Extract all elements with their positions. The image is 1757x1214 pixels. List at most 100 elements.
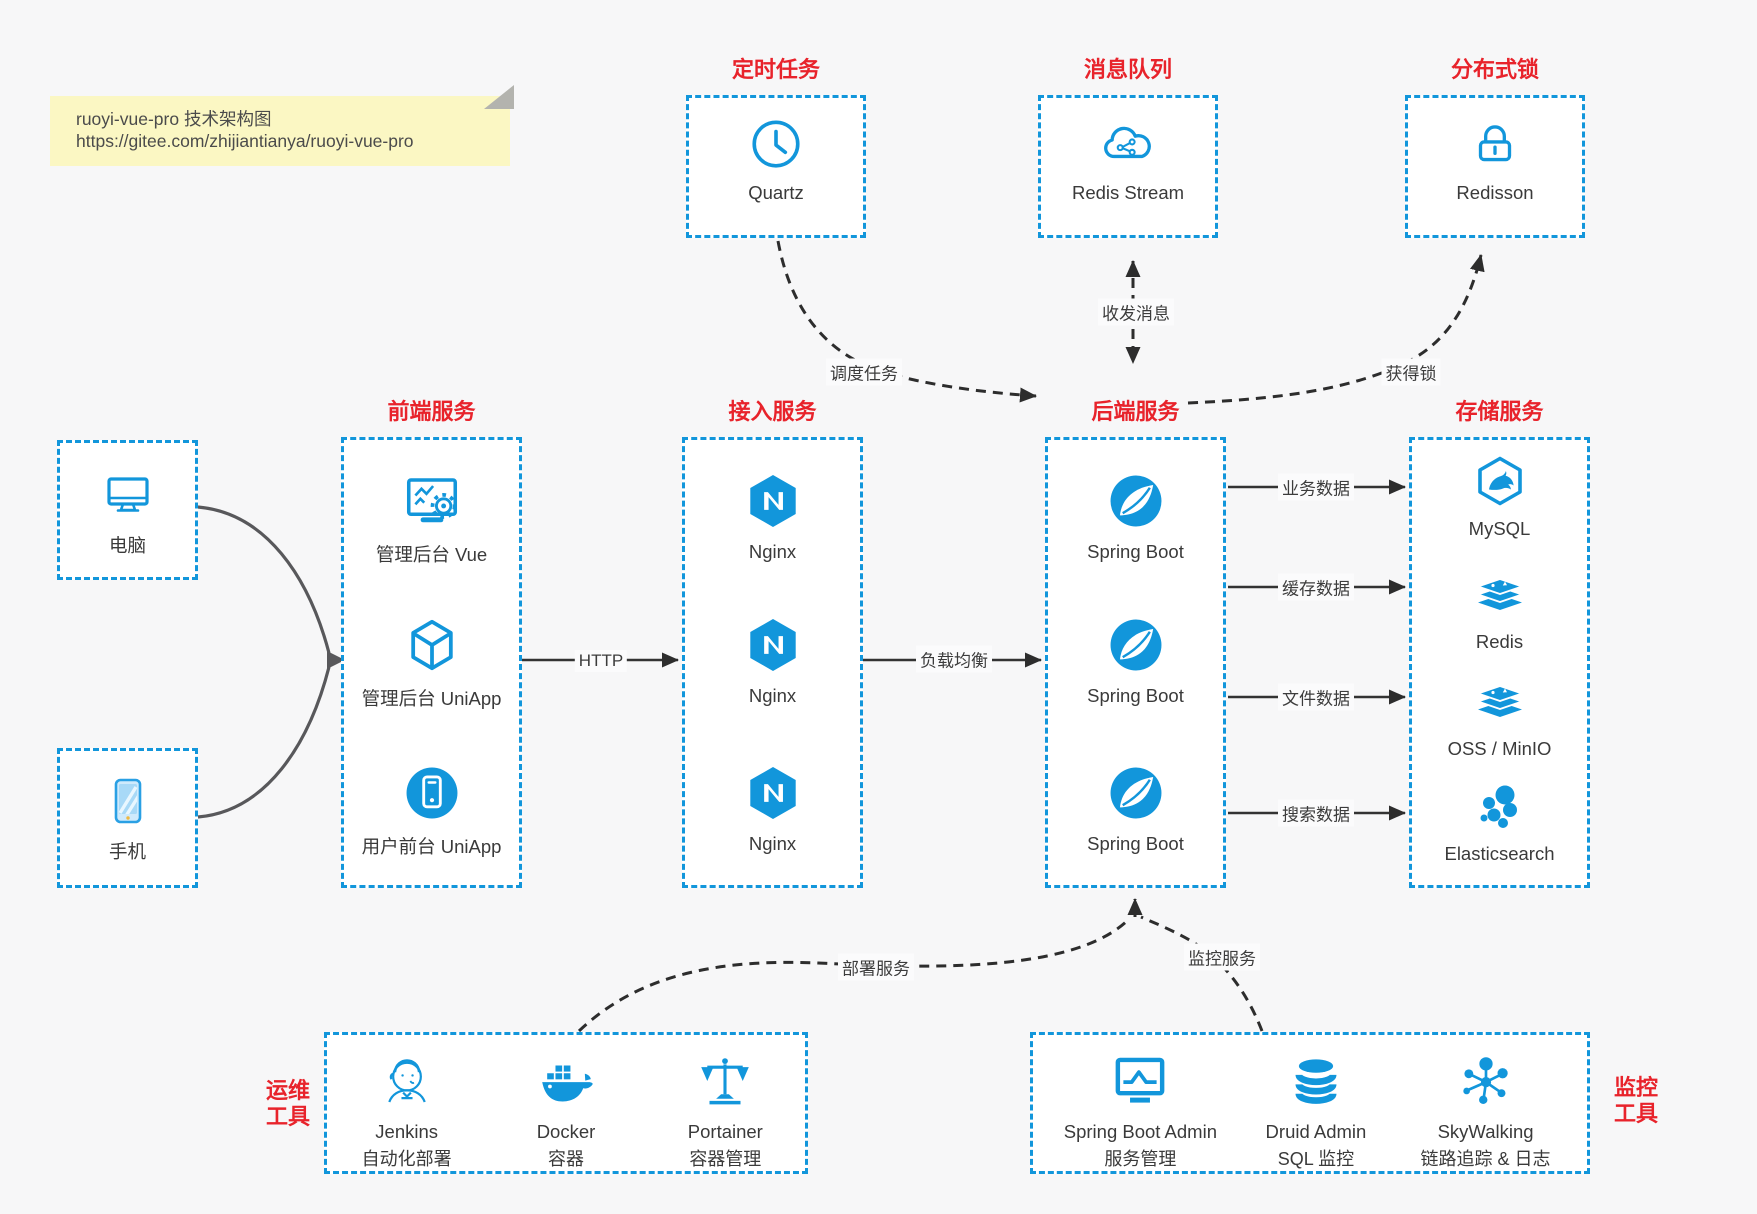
ops-node-portainer: Portainer 容器管理 — [646, 1035, 805, 1171]
nginx-icon — [749, 474, 796, 528]
node-label: Portainer — [687, 1121, 763, 1142]
group-title-lock: 分布式锁 — [1450, 57, 1539, 82]
node-label: Redis — [1475, 631, 1524, 652]
node-label: Nginx — [748, 541, 797, 562]
node-label: Docker — [536, 1121, 596, 1142]
lock-icon — [1478, 125, 1512, 162]
docker-icon — [542, 1065, 593, 1102]
node-label: 管理后台 UniApp — [361, 688, 502, 709]
node-label: OSS / MinIO — [1447, 738, 1552, 759]
group-box-scheduled: Quartz — [686, 95, 866, 238]
elasticsearch-icon — [1480, 785, 1517, 828]
node-label: Redis Stream — [1071, 182, 1185, 203]
group-box-lock: Redisson — [1405, 95, 1585, 238]
group-title-mq: 消息队列 — [1083, 57, 1172, 82]
node-label: 管理后台 Vue — [375, 544, 488, 565]
group-box-storage: MySQL Redis OSS / MinIO — [1409, 437, 1590, 888]
portainer-icon — [701, 1058, 750, 1105]
side-label-monitoring: 监控 工具 — [1600, 1075, 1672, 1127]
node-label: Quartz — [748, 182, 804, 203]
edge-label-acquire-lock: 获得锁 — [1381, 358, 1441, 386]
edge-label-schedule-task: 调度任务 — [826, 358, 902, 386]
side-label-ops-line1: 运维 — [265, 1078, 310, 1103]
group-title-backend: 后端服务 — [1091, 399, 1180, 424]
node-label: 电脑 — [108, 535, 146, 556]
spring-boot-icon — [1110, 619, 1161, 671]
edge-label-search-data: 搜索数据 — [1278, 799, 1354, 827]
group-box-frontend: 管理后台 Vue 管理后台 UniApp 用户前台 UniApp — [341, 437, 522, 888]
edge-label-http: HTTP — [574, 650, 628, 672]
druid-icon — [1295, 1059, 1337, 1104]
edge-label-file-data: 文件数据 — [1278, 683, 1354, 711]
node-label: 用户前台 UniApp — [361, 836, 502, 857]
side-label-ops-line2: 工具 — [265, 1104, 310, 1129]
node-label: Nginx — [748, 685, 797, 706]
group-title-frontend: 前端服务 — [387, 399, 476, 424]
group-box-backend: Spring Boot Spring Boot Spring Boot — [1045, 437, 1226, 888]
phone-icon — [114, 778, 141, 824]
group-box-mq: Redis Stream — [1038, 95, 1218, 238]
node-sublabel: 服务管理 — [1104, 1149, 1177, 1169]
mysql-icon — [1477, 456, 1522, 506]
node-sublabel: 容器 — [547, 1149, 584, 1169]
edge-label-send-receive-message: 收发消息 — [1098, 298, 1174, 326]
spring-boot-icon — [1110, 475, 1161, 527]
uniapp-cube-icon — [410, 619, 453, 671]
desktop-icon — [106, 477, 149, 512]
node-label: Jenkins — [375, 1121, 439, 1142]
node-sublabel: SQL 监控 — [1277, 1149, 1355, 1169]
cloud-stream-icon — [1104, 126, 1151, 159]
monitor-service-arrow — [1140, 915, 1264, 1032]
node-label: MySQL — [1468, 518, 1531, 539]
monitoring-node-sba: Spring Boot Admin 服务管理 — [1039, 1035, 1242, 1171]
group-box-ops: Jenkins 自动化部署 Docker 容器 — [324, 1032, 808, 1174]
group-box-monitoring: Spring Boot Admin 服务管理 Druid Admin SQL 监… — [1030, 1032, 1590, 1174]
node-label: Druid Admin — [1265, 1121, 1367, 1142]
edge-label-load-balance: 负载均衡 — [916, 645, 992, 673]
client-box-phone: 手机 — [57, 748, 198, 888]
group-title-gateway: 接入服务 — [728, 399, 817, 424]
monitoring-node-druid: Druid Admin SQL 监控 — [1242, 1035, 1390, 1171]
edge-label-cache-data: 缓存数据 — [1278, 573, 1354, 601]
edge-label-deploy-service: 部署服务 — [838, 953, 914, 981]
node-label: Spring Boot — [1087, 541, 1184, 562]
side-label-monitoring-line1: 监控 — [1613, 1075, 1658, 1100]
redis-icon — [1474, 578, 1525, 610]
clock-icon — [752, 120, 800, 168]
jenkins-icon — [387, 1059, 426, 1103]
node-sublabel: 容器管理 — [689, 1149, 762, 1169]
node-label: Spring Boot — [1087, 833, 1184, 854]
admin-vue-icon — [406, 478, 457, 523]
group-title-scheduled: 定时任务 — [731, 57, 820, 82]
note-title: ruoyi-vue-pro 技术架构图 — [76, 109, 272, 129]
sticky-note: ruoyi-vue-pro 技术架构图 https://gitee.com/zh… — [50, 85, 514, 166]
side-label-ops: 运维 工具 — [252, 1078, 324, 1130]
ops-node-jenkins: Jenkins 自动化部署 — [327, 1035, 486, 1171]
node-label: SkyWalking — [1437, 1121, 1534, 1142]
monitoring-node-skywalking: SkyWalking 链路追踪 & 日志 — [1390, 1035, 1581, 1171]
edge-label-monitor-service: 监控服务 — [1184, 943, 1260, 971]
oss-minio-icon — [1474, 685, 1525, 717]
userapp-phone-icon — [406, 767, 457, 819]
node-label: Spring Boot — [1087, 685, 1184, 706]
group-title-storage: 存储服务 — [1455, 399, 1544, 424]
side-label-monitoring-line2: 工具 — [1613, 1101, 1658, 1126]
group-box-gateway: Nginx Nginx Nginx — [682, 437, 863, 888]
schedule-task-arrow — [776, 240, 1037, 403]
nginx-icon — [749, 618, 796, 672]
edge-label-business-data: 业务数据 — [1278, 473, 1354, 501]
node-label: 手机 — [108, 841, 146, 862]
client-box-pc: 电脑 — [57, 440, 198, 580]
client-merge-arrow — [197, 505, 345, 819]
node-label: Spring Boot Admin — [1063, 1121, 1217, 1142]
spring-boot-icon — [1110, 767, 1161, 819]
node-sublabel: 链路追踪 & 日志 — [1420, 1149, 1551, 1169]
node-label: Nginx — [748, 833, 797, 854]
node-sublabel: 自动化部署 — [361, 1149, 452, 1169]
skywalking-icon — [1462, 1057, 1508, 1105]
node-label: Elasticsearch — [1444, 843, 1555, 864]
spring-boot-admin-icon — [1116, 1057, 1165, 1103]
ops-node-docker: Docker 容器 — [486, 1035, 645, 1171]
note-url: https://gitee.com/zhijiantianya/ruoyi-vu… — [76, 131, 414, 151]
